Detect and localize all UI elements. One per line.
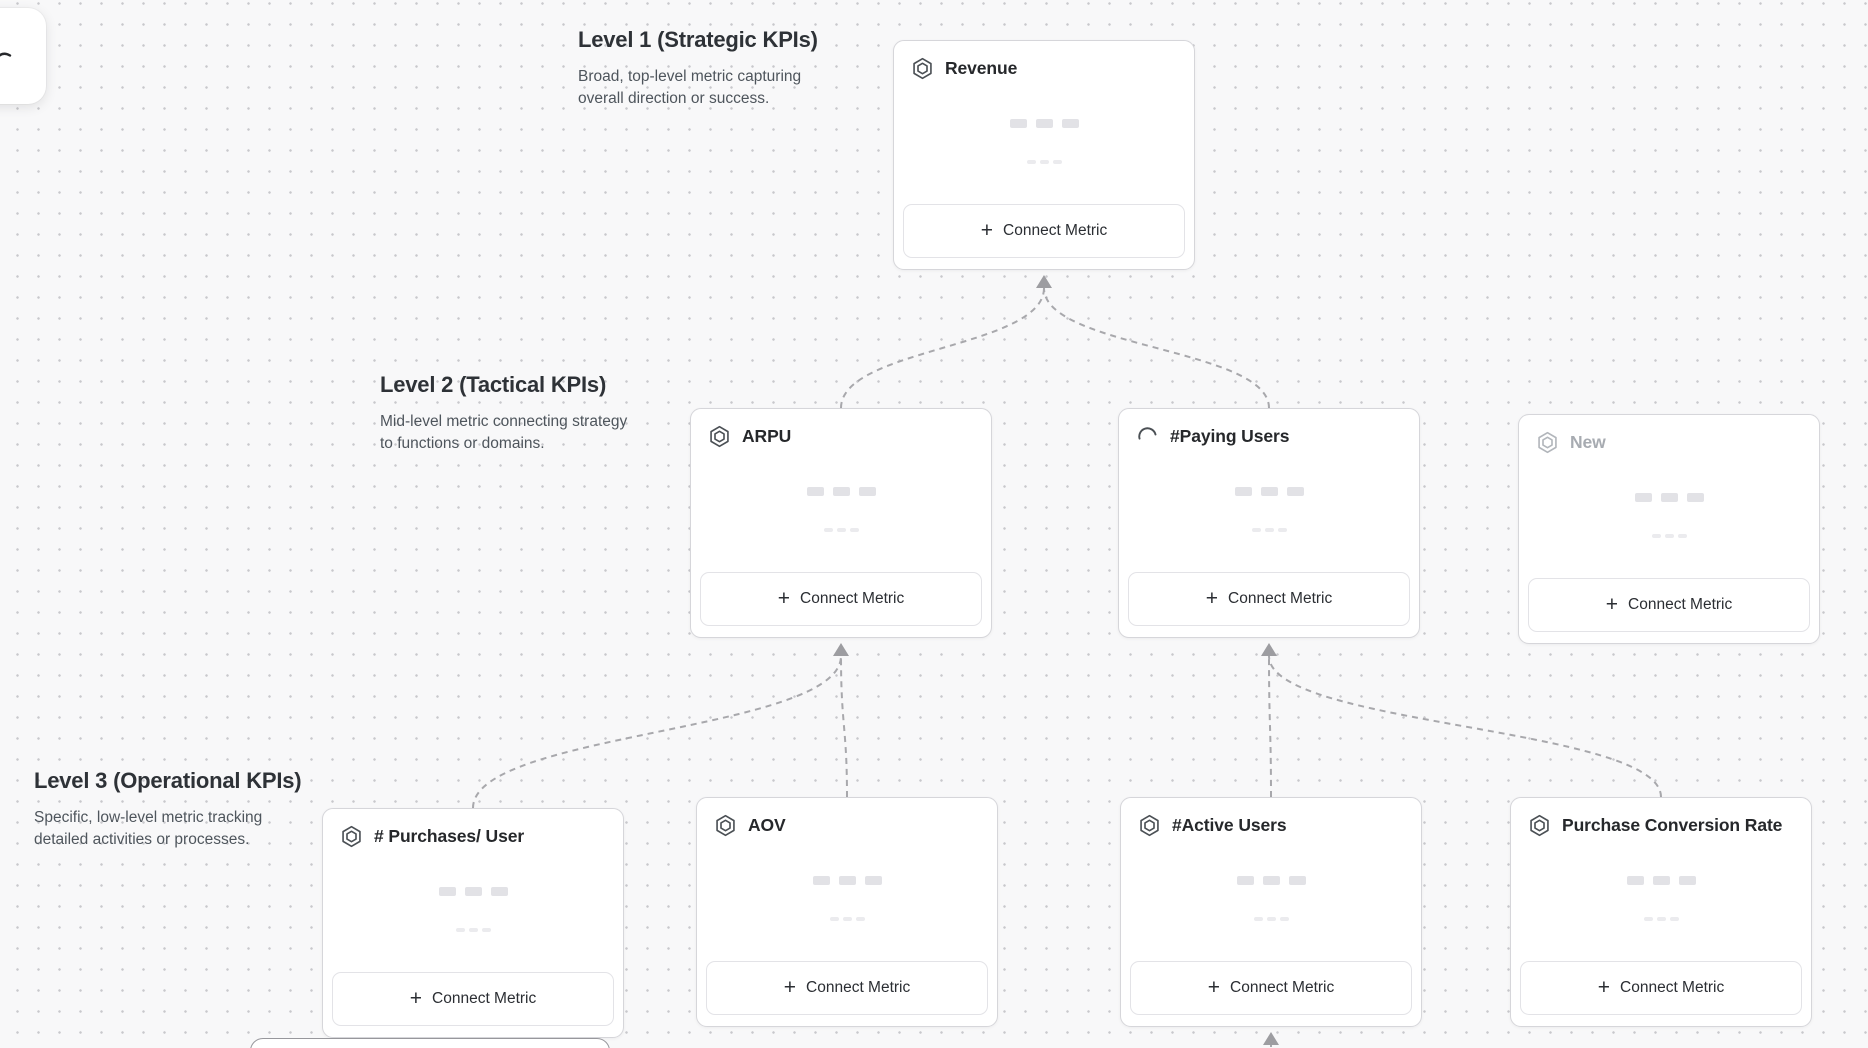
metric-card-arpu[interactable]: ARPU + Connect Metric xyxy=(690,408,992,638)
connect-metric-button[interactable]: + Connect Metric xyxy=(332,972,614,1026)
connect-metric-button[interactable]: + Connect Metric xyxy=(700,572,982,626)
edge-purchases-per-user-to-arpu xyxy=(472,655,842,809)
plus-icon: + xyxy=(1207,975,1221,999)
skeleton-placeholder-row xyxy=(323,887,623,896)
metric-title: #Paying Users xyxy=(1170,426,1290,446)
metric-title: Revenue xyxy=(945,58,1018,78)
metric-title: ARPU xyxy=(742,426,792,446)
metric-title: New xyxy=(1570,432,1606,452)
skeleton-placeholder-row xyxy=(697,876,997,885)
edge-paying-users-to-revenue xyxy=(1043,287,1270,409)
card-header: AOV xyxy=(714,814,786,837)
metric-title: Purchase Conversion Rate xyxy=(1562,815,1783,835)
card-header: Revenue xyxy=(911,57,1017,80)
metric-card-new[interactable]: New + Connect Metric xyxy=(1518,414,1820,644)
arrowhead-into-paying-users xyxy=(1261,643,1277,656)
cursor-stroke-icon xyxy=(0,52,12,57)
connect-metric-label: Connect Metric xyxy=(806,979,911,996)
skeleton-placeholder-row-small xyxy=(697,917,997,921)
partial-metric-card[interactable] xyxy=(250,1038,610,1048)
skeleton-placeholder-row xyxy=(691,487,991,496)
metric-card-paying-users[interactable]: #Paying Users + Connect Metric xyxy=(1118,408,1420,638)
metric-hexagon-icon xyxy=(913,57,932,80)
skeleton-placeholder-row-small xyxy=(1119,528,1419,532)
skeleton-placeholder-row-small xyxy=(323,928,623,932)
level-2-header: Level 2 (Tactical KPIs) Mid-level metric… xyxy=(380,372,636,455)
skeleton-placeholder-row xyxy=(1519,493,1819,502)
edge-purchase-conversion-rate-to-paying-users xyxy=(1268,655,1662,798)
connect-metric-label: Connect Metric xyxy=(1230,979,1335,996)
connect-metric-label: Connect Metric xyxy=(1628,596,1733,613)
skeleton-placeholder-row-small xyxy=(1511,917,1811,921)
card-header: # Purchases/ User xyxy=(340,825,524,848)
connect-metric-button[interactable]: + Connect Metric xyxy=(903,204,1185,258)
level-1-title: Level 1 (Strategic KPIs) xyxy=(578,27,818,52)
metric-card-purchases-per-user[interactable]: # Purchases/ User + Connect Metric xyxy=(322,808,624,1038)
connect-metric-label: Connect Metric xyxy=(800,590,905,607)
plus-icon: + xyxy=(1597,975,1611,999)
connect-metric-label: Connect Metric xyxy=(1003,222,1108,239)
skeleton-placeholder-row xyxy=(1119,487,1419,496)
card-header: #Active Users xyxy=(1138,814,1287,837)
arrowhead-into-active-users xyxy=(1263,1032,1279,1045)
spinner-icon xyxy=(1138,427,1157,446)
connect-metric-button[interactable]: + Connect Metric xyxy=(1130,961,1412,1015)
edge-arpu-to-revenue xyxy=(840,287,1045,409)
plus-icon: + xyxy=(1605,592,1619,616)
edge-active-users-to-paying-users xyxy=(1268,655,1272,798)
card-header: #Paying Users xyxy=(1136,425,1289,448)
connect-metric-label: Connect Metric xyxy=(1620,979,1725,996)
level-3-header: Level 3 (Operational KPIs) Specific, low… xyxy=(34,768,302,851)
skeleton-placeholder-row xyxy=(894,119,1194,128)
metric-hexagon-icon xyxy=(710,425,729,448)
skeleton-placeholder-row-small xyxy=(691,528,991,532)
level-2-description: Mid-level metric connecting strategy to … xyxy=(380,413,628,452)
plus-icon: + xyxy=(980,218,994,242)
metric-hexagon-icon xyxy=(716,814,735,837)
metric-card-aov[interactable]: AOV + Connect Metric xyxy=(696,797,998,1027)
metric-title: AOV xyxy=(748,815,786,835)
arrowhead-into-revenue xyxy=(1036,275,1052,288)
connect-metric-label: Connect Metric xyxy=(1228,590,1333,607)
connect-metric-button[interactable]: + Connect Metric xyxy=(1528,578,1810,632)
level-1-header: Level 1 (Strategic KPIs) Broad, top-leve… xyxy=(578,27,834,110)
edge-aov-to-arpu xyxy=(840,655,848,798)
card-header: Purchase Conversion Rate xyxy=(1528,814,1782,837)
plus-icon: + xyxy=(783,975,797,999)
plus-icon: + xyxy=(409,986,423,1010)
metric-card-active-users[interactable]: #Active Users + Connect Metric xyxy=(1120,797,1422,1027)
skeleton-placeholder-row-small xyxy=(1121,917,1421,921)
skeleton-placeholder-row-small xyxy=(894,160,1194,164)
skeleton-placeholder-row xyxy=(1121,876,1421,885)
connect-metric-label: Connect Metric xyxy=(432,990,537,1007)
level-2-title: Level 2 (Tactical KPIs) xyxy=(380,372,607,397)
metric-card-purchase-conversion-rate[interactable]: Purchase Conversion Rate + Connect Metri… xyxy=(1510,797,1812,1027)
card-header: New xyxy=(1536,431,1606,454)
floating-toolbar-panel[interactable] xyxy=(0,8,46,104)
metric-title: # Purchases/ User xyxy=(374,826,525,846)
card-header: ARPU xyxy=(708,425,791,448)
plus-icon: + xyxy=(1205,586,1219,610)
level-1-description: Broad, top-level metric capturing overal… xyxy=(578,68,802,107)
skeleton-placeholder-row xyxy=(1511,876,1811,885)
metric-title: #Active Users xyxy=(1172,815,1287,835)
metric-hexagon-icon xyxy=(1140,814,1159,837)
level-3-description: Specific, low-level metric tracking deta… xyxy=(34,809,263,848)
connect-metric-button[interactable]: + Connect Metric xyxy=(1520,961,1802,1015)
metric-hexagon-icon xyxy=(1530,814,1549,837)
level-3-title: Level 3 (Operational KPIs) xyxy=(34,768,302,793)
metric-hexagon-icon xyxy=(342,825,361,848)
skeleton-placeholder-row-small xyxy=(1519,534,1819,538)
metric-hexagon-icon xyxy=(1538,431,1557,454)
connect-metric-button[interactable]: + Connect Metric xyxy=(706,961,988,1015)
metric-card-revenue[interactable]: Revenue + Connect Metric xyxy=(893,40,1195,270)
arrowhead-into-arpu xyxy=(833,643,849,656)
connect-metric-button[interactable]: + Connect Metric xyxy=(1128,572,1410,626)
plus-icon: + xyxy=(777,586,791,610)
